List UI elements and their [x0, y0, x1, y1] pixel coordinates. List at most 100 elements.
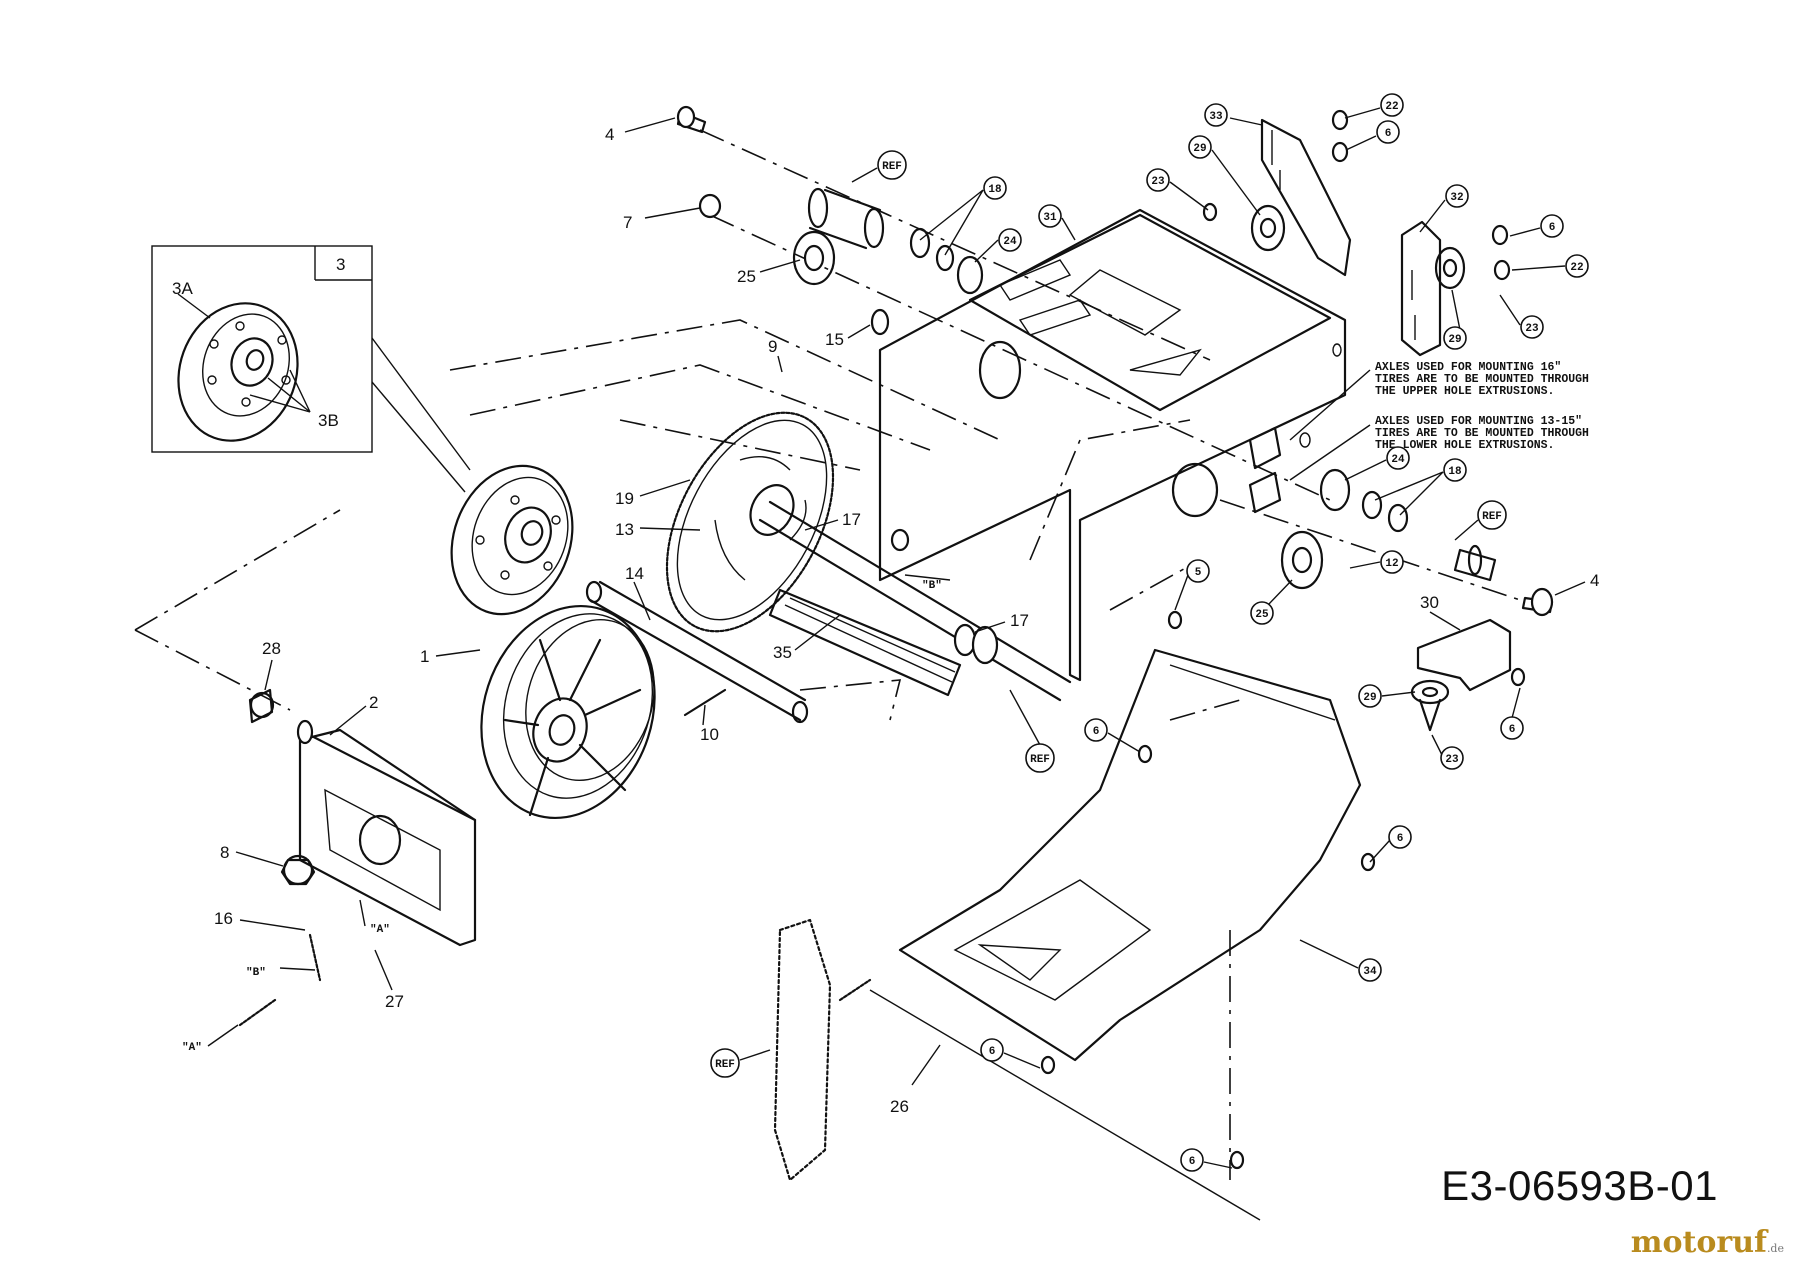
part-10-pin — [683, 688, 727, 717]
mounting-notes: AXLES USED FOR MOUNTING 16" TIRES ARE TO… — [1289, 361, 1589, 481]
label-17a: 17 — [842, 510, 861, 529]
label-A: "A" — [182, 1042, 202, 1054]
part-17-shaft — [758, 500, 1072, 702]
label-28: 28 — [262, 639, 281, 658]
svg-text:6: 6 — [1189, 1156, 1196, 1168]
watermark-suffix: .de — [1766, 1242, 1784, 1255]
label-26: 26 — [890, 1097, 909, 1116]
label-B2: "B" — [922, 580, 942, 592]
label-4b: 4 — [1590, 571, 1599, 590]
label-35: 35 — [773, 643, 792, 662]
label-14: 14 — [625, 564, 644, 583]
callout-18b: 18 — [1374, 458, 1467, 516]
label-1: 1 — [420, 647, 429, 666]
svg-text:6: 6 — [1549, 222, 1556, 234]
part-13-gear — [665, 411, 835, 633]
label-15: 15 — [825, 330, 844, 349]
inset-box-label: 3 — [336, 255, 345, 274]
label-13: 13 — [615, 520, 634, 539]
label-17b: 17 — [1010, 611, 1029, 630]
callout-ref1: REF — [851, 150, 907, 183]
callout-23a: 23 — [1146, 168, 1209, 211]
callout-22b: 22 — [1511, 254, 1589, 278]
note-upper-line1: AXLES USED FOR MOUNTING 16" — [1375, 361, 1561, 374]
circled-callouts: 33 22 6 29 23 31 18 24 REF 32 6 22 23 29… — [710, 93, 1589, 1172]
svg-text:32: 32 — [1450, 192, 1463, 204]
label-10: 10 — [700, 725, 719, 744]
svg-text:29: 29 — [1193, 143, 1206, 155]
svg-text:12: 12 — [1385, 558, 1398, 570]
note-lower-line3: THE LOWER HOLE EXTRUSIONS. — [1375, 439, 1554, 452]
watermark-logo: motoruf.de — [1631, 1225, 1784, 1260]
note-lower-line1: AXLES USED FOR MOUNTING 13-15" — [1375, 415, 1582, 428]
callout-ref2: REF — [1454, 500, 1507, 541]
label-25a: 25 — [737, 267, 756, 286]
part-31-frame — [878, 208, 1347, 682]
callout-5: 5 — [1174, 559, 1210, 611]
callout-6g: 6 — [1180, 1148, 1233, 1172]
label-3B: 3B — [318, 411, 339, 430]
callout-24a: 24 — [974, 228, 1022, 263]
callout-32: 32 — [1419, 184, 1469, 233]
note-upper-line3: THE UPPER HOLE EXTRUSIONS. — [1375, 385, 1554, 398]
label-8: 8 — [220, 843, 229, 862]
label-2: 2 — [369, 693, 378, 712]
part-3-pulley — [450, 464, 574, 616]
svg-text:6: 6 — [1093, 726, 1100, 738]
label-7: 7 — [623, 213, 632, 232]
label-30: 30 — [1420, 593, 1439, 612]
side-plate-ref — [773, 918, 832, 1182]
part-34-shroud — [898, 648, 1362, 1062]
svg-text:18: 18 — [988, 184, 1002, 196]
callout-23c: 23 — [1431, 734, 1464, 770]
svg-text:6: 6 — [1385, 128, 1392, 140]
callout-6a: 6 — [1345, 120, 1400, 151]
label-19: 19 — [615, 489, 634, 508]
svg-text:25: 25 — [1255, 609, 1269, 621]
svg-text:5: 5 — [1195, 567, 1202, 579]
svg-text:18: 18 — [1448, 466, 1462, 478]
svg-text:34: 34 — [1363, 966, 1377, 978]
svg-text:22: 22 — [1385, 101, 1398, 113]
svg-text:22: 22 — [1570, 262, 1583, 274]
label-3A: 3A — [172, 279, 193, 298]
callout-23b: 23 — [1499, 294, 1544, 339]
svg-text:23: 23 — [1445, 754, 1459, 766]
svg-text:29: 29 — [1448, 334, 1461, 346]
svg-text:23: 23 — [1151, 176, 1165, 188]
svg-text:29: 29 — [1363, 692, 1376, 704]
callout-18a: 18 — [919, 176, 1007, 256]
callout-6d: 6 — [1084, 718, 1141, 753]
bearings — [792, 204, 1466, 705]
callout-34: 34 — [1299, 939, 1382, 982]
svg-text:6: 6 — [1397, 833, 1404, 845]
svg-text:24: 24 — [1003, 236, 1017, 248]
note-upper-line2: TIRES ARE TO BE MOUNTED THROUGH — [1375, 373, 1589, 386]
svg-text:REF: REF — [715, 1059, 735, 1071]
watermark-name: motoruf — [1630, 1225, 1767, 1260]
note-lower-line2: TIRES ARE TO BE MOUNTED THROUGH — [1375, 427, 1589, 440]
callout-33: 33 — [1204, 103, 1263, 127]
callout-29b: 29 — [1443, 289, 1467, 350]
callout-6b: 6 — [1509, 214, 1564, 238]
callout-24b: 24 — [1344, 446, 1410, 481]
label-9: 9 — [768, 337, 777, 356]
drawing-number: E3-06593B-01 — [1441, 1162, 1718, 1209]
svg-text:6: 6 — [989, 1046, 996, 1058]
label-B: "B" — [246, 967, 266, 979]
callout-29a: 29 — [1188, 135, 1261, 216]
svg-text:6: 6 — [1509, 724, 1516, 736]
label-A2: "A" — [370, 924, 390, 936]
bushings-and-washers — [248, 187, 1497, 724]
assembly-centerlines — [134, 129, 1521, 1180]
part-35-hex-shaft — [768, 588, 962, 697]
label-27: 27 — [385, 992, 404, 1011]
part-1-drive-pulley — [480, 604, 656, 820]
svg-text:23: 23 — [1525, 323, 1539, 335]
svg-text:24: 24 — [1391, 454, 1405, 466]
callout-12: 12 — [1349, 550, 1404, 574]
svg-text:REF: REF — [882, 161, 902, 173]
svg-text:REF: REF — [1482, 511, 1502, 523]
callout-25b: 25 — [1250, 579, 1293, 625]
